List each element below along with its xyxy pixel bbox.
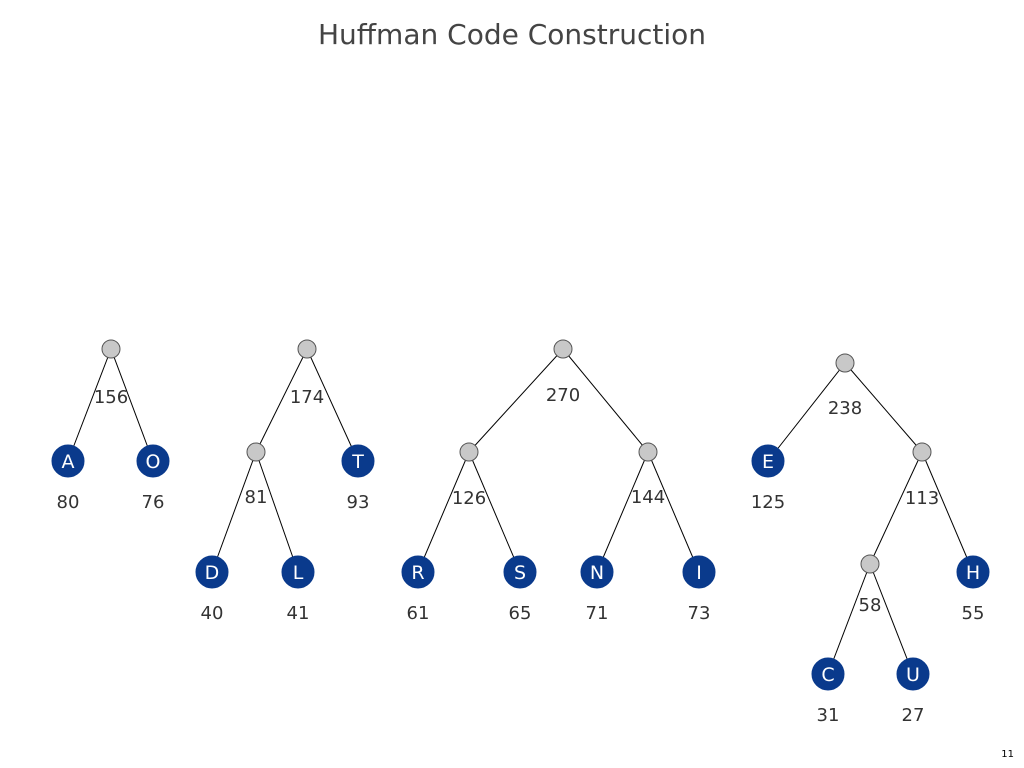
leaf-node-t xyxy=(341,444,375,478)
leaf-node-u xyxy=(896,657,930,691)
tree-edge xyxy=(869,563,914,675)
internal-node xyxy=(297,339,317,359)
leaf-symbol: H xyxy=(966,562,980,584)
tree-edge xyxy=(869,451,923,565)
leaf-symbol: T xyxy=(351,451,364,473)
leaf-weight: 40 xyxy=(201,603,224,624)
tree-edge xyxy=(767,362,846,462)
leaf-node-n xyxy=(580,555,614,589)
leaf-symbol: R xyxy=(411,562,424,584)
internal-node-weight: 144 xyxy=(631,487,665,508)
internal-node-weight: 238 xyxy=(828,398,862,419)
tree-edge xyxy=(255,348,308,453)
tree-edge xyxy=(255,451,299,573)
internal-node xyxy=(638,442,658,462)
leaf-node-i xyxy=(682,555,716,589)
leaf-symbol: N xyxy=(590,562,604,584)
leaf-weight: 125 xyxy=(751,492,785,513)
leaf-node-c xyxy=(811,657,845,691)
internal-node-weight: 113 xyxy=(905,488,939,509)
tree-edge xyxy=(827,563,871,675)
internal-node xyxy=(553,339,573,359)
internal-node-weight: 81 xyxy=(245,487,268,508)
leaf-symbol: O xyxy=(146,451,161,473)
leaf-weight: 55 xyxy=(962,603,985,624)
tree-edge xyxy=(647,451,700,573)
leaf-node-r xyxy=(401,555,435,589)
leaf-symbol: E xyxy=(762,451,774,473)
leaf-node-e xyxy=(751,444,785,478)
leaf-symbol: I xyxy=(696,562,702,584)
leaf-weight: 31 xyxy=(817,705,840,726)
internal-node-weight: 156 xyxy=(94,387,128,408)
leaf-node-s xyxy=(503,555,537,589)
internal-node-weight: 126 xyxy=(452,488,486,509)
tree-edge xyxy=(417,451,470,573)
tree-edge xyxy=(562,348,649,453)
slide-title: Huffman Code Construction xyxy=(317,18,707,51)
internal-node xyxy=(101,339,121,359)
internal-node-weight: 58 xyxy=(859,595,882,616)
leaf-symbol: D xyxy=(205,562,220,584)
leaf-weight: 93 xyxy=(347,492,370,513)
tree-edge xyxy=(306,348,359,462)
internal-node xyxy=(860,554,880,574)
internal-node xyxy=(912,442,932,462)
leaf-weight: 73 xyxy=(688,603,711,624)
internal-node xyxy=(246,442,266,462)
tree-edge xyxy=(211,451,257,573)
leaf-node-h xyxy=(956,555,990,589)
internal-node-weight: 174 xyxy=(290,387,324,408)
leaf-node-l xyxy=(281,555,315,589)
tree-edge xyxy=(67,348,112,462)
leaf-weight: 41 xyxy=(287,603,310,624)
leaf-symbol: L xyxy=(293,562,304,584)
tree-edge xyxy=(921,451,974,573)
leaf-weight: 80 xyxy=(57,492,80,513)
leaf-weight: 76 xyxy=(142,492,165,513)
page-number: 11 xyxy=(1001,749,1014,760)
leaf-node-d xyxy=(195,555,229,589)
leaf-weight: 61 xyxy=(407,603,430,624)
leaf-node-o xyxy=(136,444,170,478)
leaf-symbol: A xyxy=(62,451,75,473)
internal-node xyxy=(459,442,479,462)
leaf-symbol: S xyxy=(514,562,526,584)
tree-edge xyxy=(110,348,154,462)
leaf-weight: 71 xyxy=(586,603,609,624)
tree-edge xyxy=(844,362,923,453)
tree-edges xyxy=(67,348,974,675)
leaf-weight: 65 xyxy=(509,603,532,624)
tree-edge xyxy=(596,451,649,573)
leaf-symbol: U xyxy=(906,664,920,686)
internal-node-weight: 270 xyxy=(546,385,580,406)
tree-edge xyxy=(468,451,521,573)
leaf-node-a xyxy=(51,444,85,478)
internal-node xyxy=(835,353,855,373)
leaf-symbol: C xyxy=(821,664,834,686)
leaf-weight: 27 xyxy=(902,705,925,726)
tree-edge xyxy=(468,348,564,453)
